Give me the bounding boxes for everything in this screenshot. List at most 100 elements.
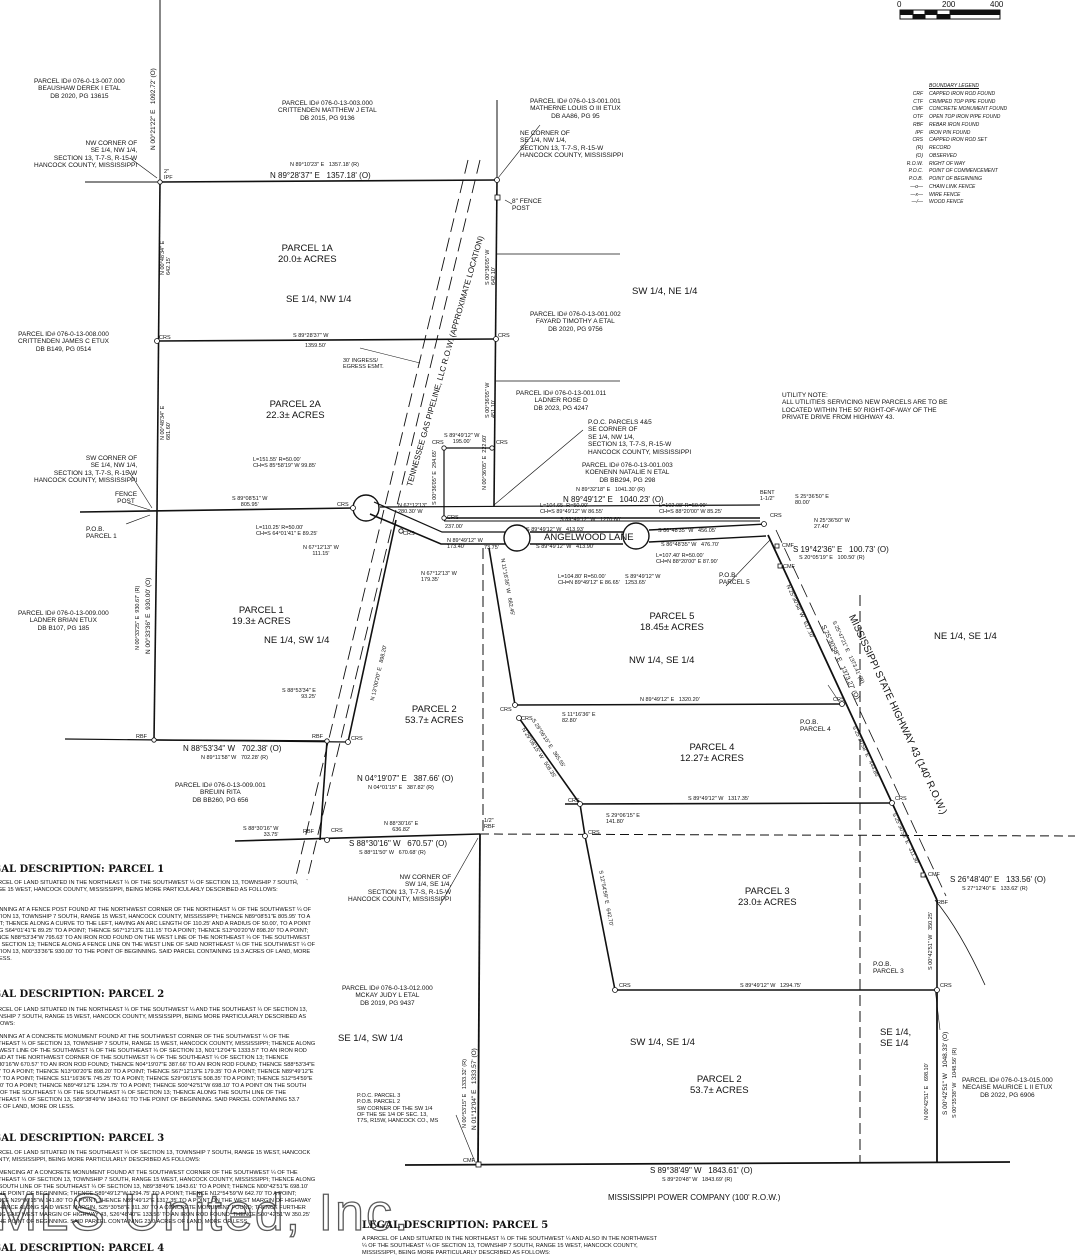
curve-bottom-1: L=104.80' R=50.00' CH=N 89°49'12" E 86.6… xyxy=(558,574,620,587)
curve-1-bottom: L=110.25' R=50.00' CH=S 64°01'41" E 89.2… xyxy=(256,525,318,538)
adjoiner-breuin: PARCEL ID# 076-0-13-009.001 BREUIN RITA … xyxy=(175,782,266,804)
bearing-south-observed: S 89°38'49" W 1843.61' (O) xyxy=(650,1166,753,1175)
quarter-nw-se: NW 1/4, SE 1/4 xyxy=(629,655,695,666)
bearing-lane-73: 73.75' xyxy=(484,545,499,551)
adjoiner-mckay: PARCEL ID# 076-0-13-012.000 MCKAY JUDY L… xyxy=(342,985,433,1007)
legend-symbol: —o— xyxy=(910,183,923,190)
crs-tag: CRS xyxy=(498,333,510,339)
bearing-p5-south: N 89°49'12" E 1320.20' xyxy=(640,697,700,703)
bearing-p1-west-record: N 00°33'25" E 930.67' (R) xyxy=(135,585,141,650)
bearing-n04-observed: N 04°19'07" E 387.66' (O) xyxy=(357,774,454,783)
legend-meaning: POINT OF BEGINNING xyxy=(929,176,982,182)
legend-meaning: OPEN TOP IRON PIPE FOUND xyxy=(929,114,1001,120)
legal-intro-parcel-3: A PARCEL OF LAND SITUATED IN THE SOUTHEA… xyxy=(0,1150,312,1163)
crs-tag: CRS xyxy=(588,830,600,836)
bearing-p1-111: N 67°12'13" W 111.15' xyxy=(303,545,339,558)
nw-corner-sw-se-callout: NW CORNER OF SW 1/4, SE 1/4, SECTION 13,… xyxy=(348,874,452,904)
nw-corner-callout: NW CORNER OF SE 1/4, NW 1/4, SECTION 13,… xyxy=(34,140,138,170)
legend-meaning: CONCRETE MONUMENT FOUND xyxy=(929,106,1008,113)
quarter-se-sw: SE 1/4, SW 1/4 xyxy=(338,1033,403,1044)
legend-symbol: CRS xyxy=(912,137,923,144)
bearing-lane-476: S 86°48'35" W 476.70' xyxy=(661,542,719,548)
bearing-lane-1270: S 89°49'12" W 1270.60' xyxy=(560,517,621,523)
scale-bar xyxy=(899,9,1001,20)
bearing-angel-observed: N 89°49'12" E 1040.23' (O) xyxy=(563,495,664,504)
adjoiner-crittenden-james: PARCEL ID# 076-0-13-008.000 CRITTENDEN J… xyxy=(18,331,110,353)
poc-parcel-3-callout: P.O.C. PARCEL 3 P.O.B. PARCEL 2 SW CORNE… xyxy=(357,1093,439,1125)
crs-tag: CRS xyxy=(833,697,845,703)
quarter-ne-sw: NE 1/4, SW 1/4 xyxy=(264,635,330,646)
curve-1-top: L=151.55' R=50.00' CH=S 85°58'19" W 99.8… xyxy=(253,457,316,470)
legend-symbol: R.O.W. xyxy=(906,160,923,167)
quarter-sw-ne: SW 1/4, NE 1/4 xyxy=(632,286,698,297)
adjoiner-matherne: PARCEL ID# 076-0-13-001.001 MATHERNE LOU… xyxy=(530,98,621,120)
legend-symbol: CRF xyxy=(912,90,923,97)
crs-tag: CRS xyxy=(331,828,343,834)
cmf-tag: CMF xyxy=(463,1158,475,1164)
bearing-n88-636: N 88°30'16" E 636.82' xyxy=(384,821,419,834)
crs-tag: CRS xyxy=(496,440,508,446)
crs-tag: CRS xyxy=(895,796,907,802)
bearing-north-observed: N 89°28'37" E 1357.18' (O) xyxy=(270,171,371,180)
bearing-east-698: N 00°42'51" E 698.10' xyxy=(924,1063,930,1120)
legend-symbol: —x— xyxy=(910,191,924,198)
curve-top-1: L=104.65 R=50.00' CH=S 89°49'12" W 86.55… xyxy=(540,503,603,516)
legend-item: —/—WOOD FENCE xyxy=(895,199,1025,207)
legend-symbol: P.O.B. xyxy=(908,176,923,182)
bearing-hwy-observed: S 19°42'36" E 100.73' (O) xyxy=(793,545,889,554)
legend-meaning: OBSERVED xyxy=(929,152,957,159)
sw-corner-callout: SW CORNER OF SE 1/4, NW 1/4, SECTION 13,… xyxy=(34,455,138,485)
legend-meaning: CAPPED IRON ROD FOUND xyxy=(929,90,996,97)
legend-meaning: CHAIN LINK FENCE xyxy=(929,183,976,190)
scale-label-400: 400 xyxy=(990,0,1004,9)
legend-symbol: CMF xyxy=(912,106,923,113)
bearing-east-1a: S 00°36'05" W 642.10' xyxy=(485,249,498,285)
bearing-east-2a: S 00°36'05" W 451.10' xyxy=(485,382,498,418)
pob-parcel-4: P.O.B. PARCEL 4 xyxy=(800,719,831,734)
scale-label-0: 0 xyxy=(897,0,902,9)
cmf-tag: CMF xyxy=(928,872,940,878)
cmf-tag: CMF xyxy=(782,543,794,549)
legend-item: (O)OBSERVED xyxy=(895,153,1025,161)
fence-post-left: FENCE POST xyxy=(115,491,138,506)
legend-meaning: RIGHT OF WAY xyxy=(929,160,966,167)
watermark: MLS United, Inc. xyxy=(0,1183,411,1242)
bearing-angel-record: N 89°32'18" E 1041.30' (R) xyxy=(576,487,645,493)
ne-corner-callout: NE CORNER OF SE 1/4, NW 1/4, SECTION 13,… xyxy=(520,130,624,160)
crs-tag: CRS xyxy=(447,515,459,521)
legal-body-parcel-2: BEGINNING AT A CONCRETE MONUMENT FOUND A… xyxy=(0,1034,316,1110)
legend-item: R.O.W. RIGHT OF WAY xyxy=(895,161,1025,169)
ipf-2-tag: 2" IPF xyxy=(164,169,173,182)
adjoiner-fayard: PARCEL ID# 076-0-13-001.002 FAYARD TIMOT… xyxy=(530,311,621,333)
bearing-p4-south: S 89°49'12" W 1317.35' xyxy=(688,796,749,802)
bearing-p3-141: S 29°06'15" E 141.80' xyxy=(606,813,640,826)
bearing-mid-1a-length: 1359.50' xyxy=(305,343,326,349)
bearing-lot-west: S 00°36'05" E 294.65' xyxy=(432,450,438,505)
bearing-lane-237: 237.00' xyxy=(445,524,463,530)
utility-note: UTILITY NOTE: ALL UTILITIES SERVICING NE… xyxy=(782,392,948,422)
legal-body-parcel-1: BEGINNING AT A FENCE POST FOUND AT THE N… xyxy=(0,907,316,962)
crs-tag: CRS xyxy=(619,983,631,989)
quarter-se-se: SE 1/4, SE 1/4 xyxy=(880,1027,912,1049)
bearing-p4-82: S 11°16'36" E 82.80' xyxy=(562,712,596,725)
rbf-tag: RBF xyxy=(937,900,948,906)
bearing-s26-observed: S 26°48'40" E 133.56' (O) xyxy=(950,875,1046,884)
crs-tag: CRS xyxy=(568,798,580,804)
legend-item: CRF CAPPED IRON ROD FOUND xyxy=(895,91,1025,99)
bearing-south-record: S 89°20'48" W 1843.69' (R) xyxy=(662,1177,733,1183)
adjoiner-koenenn: PARCEL ID# 076-0-13-001.003 KOENENN NATA… xyxy=(582,462,673,484)
crs-tag: CRS xyxy=(432,440,444,446)
legend-meaning: POINT OF COMMENCEMENT xyxy=(929,168,998,175)
rbf-tag: RBF xyxy=(303,829,314,835)
bearing-p1-west-observed: N 00°33'36" E 930.00' (O) xyxy=(145,577,152,654)
bearing-diag-179: N 67°12'13" W 179.35' xyxy=(421,571,457,584)
bearing-west-1333-record: N 00°53'15" E 1333.32' (R) xyxy=(462,1059,468,1128)
bearing-s88-33: S 88°30'16" W 33.75' xyxy=(243,826,279,839)
